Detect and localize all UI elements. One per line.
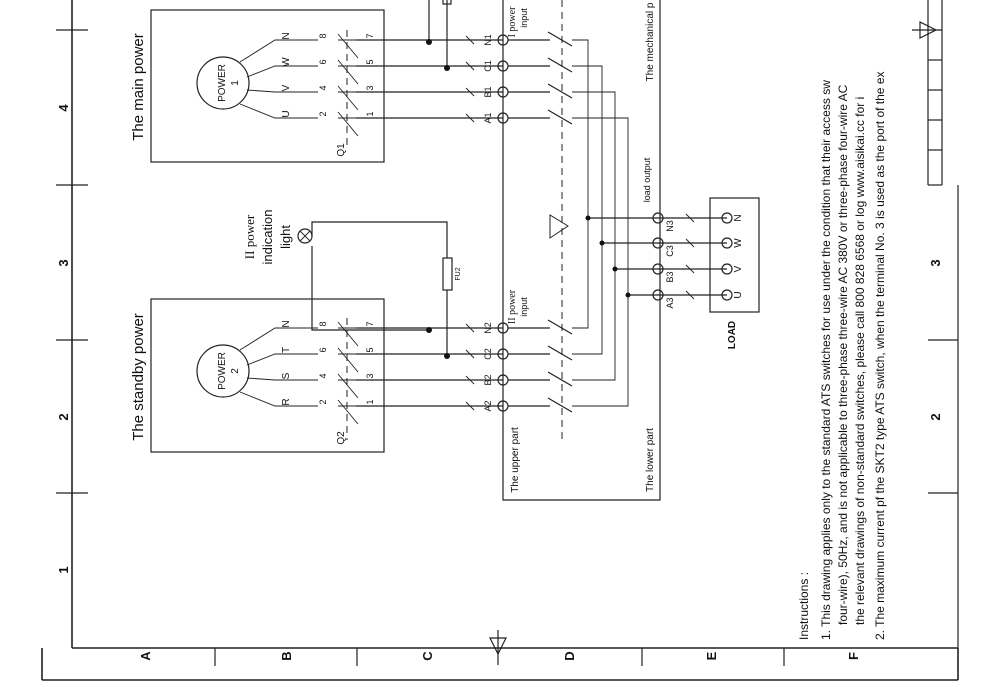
standby-phase-t: T <box>281 347 292 353</box>
input-terminal-n1: N1 <box>483 34 493 46</box>
main-input-label-2: input <box>519 8 529 28</box>
load-phase-w: W <box>733 238 744 248</box>
main-terminal-3: 3 <box>365 85 375 90</box>
input-terminal-c2: C2 <box>483 348 493 360</box>
main-phase-w: W <box>281 57 292 67</box>
main-power-block: The main power POWER 1 N W V U 8 6 4 2 7… <box>130 9 385 163</box>
input-terminal-a2: A2 <box>483 400 493 411</box>
standby-power-block: The standby power POWER 2 N T S R 8 6 4 … <box>130 298 385 453</box>
input-terminal-c1: C1 <box>483 60 493 72</box>
frame-row-letters: A B C D E F <box>138 651 861 661</box>
main-motor-label: POWER <box>217 64 228 102</box>
standby-terminal-7: 7 <box>365 321 375 326</box>
drawing-frame <box>41 0 959 681</box>
main-breaker-q1 <box>337 30 359 150</box>
instructions-heading: Instructions : <box>797 572 811 640</box>
instructions-line-2: four-wire), 50Hz, and is not applicable … <box>836 84 850 625</box>
main-phase-u: U <box>281 110 292 117</box>
right-col-number-2: 2 <box>928 413 943 420</box>
standby-power-title: The standby power <box>130 313 147 441</box>
main-terminal-4: 4 <box>318 85 328 90</box>
instructions-line-1: 1. This drawing applies only to the stan… <box>819 80 833 640</box>
mechanical-part-label: The mechanical p <box>645 2 656 81</box>
standby-phase-r: R <box>281 398 292 405</box>
fuse-label: FU2 <box>455 267 462 280</box>
frame-col-numbers: 1 2 3 4 2 3 <box>56 104 943 574</box>
row-letter-f: F <box>846 652 861 660</box>
ats-switch-body <box>497 0 727 501</box>
standby-terminal-5: 5 <box>365 347 375 352</box>
main-breaker-label: Q1 <box>336 143 347 157</box>
col-number-4: 4 <box>56 104 71 112</box>
load-label: LOAD <box>727 321 738 349</box>
standby-input-label-2: input <box>519 297 529 317</box>
main-motor-number: 1 <box>230 80 241 86</box>
load-output-label: load output <box>642 157 652 202</box>
col-number-3: 3 <box>56 259 71 266</box>
instructions-block: Instructions : 1. This drawing applies o… <box>797 72 887 641</box>
instructions-line-4: 2. The maximum current pf the SKT2 type … <box>873 72 887 641</box>
standby-input-label-1: II power <box>507 289 518 324</box>
right-col-number-3: 3 <box>928 259 943 266</box>
row-letter-e: E <box>704 651 719 660</box>
load-phase-u: U <box>733 291 744 298</box>
indicator-label-line1: II power <box>242 214 257 259</box>
indication-light-circuit <box>297 221 453 359</box>
standby-power-feed <box>356 323 503 411</box>
col-number-1: 1 <box>56 566 71 573</box>
row-letter-a: A <box>138 651 153 661</box>
standby-terminal-3: 3 <box>365 373 375 378</box>
main-terminal-1: 1 <box>365 111 375 116</box>
standby-terminal-8: 8 <box>318 321 328 326</box>
input-terminal-a1: A1 <box>483 112 493 123</box>
input-terminal-b2: B2 <box>483 374 493 385</box>
main-power-motor-icon <box>196 56 250 110</box>
main-terminal-7: 7 <box>365 33 375 38</box>
main-phase-n: N <box>281 32 292 39</box>
row-letter-b: B <box>279 651 294 660</box>
load-phase-v: V <box>733 265 744 272</box>
standby-phase-n: N <box>281 320 292 327</box>
lower-part-label: The lower part <box>645 428 656 492</box>
standby-terminal-6: 6 <box>318 347 328 352</box>
indication-lamp-icon <box>297 228 313 244</box>
indicator-label-line2: indication <box>260 210 275 265</box>
standby-terminal-4: 4 <box>318 373 328 378</box>
upper-part-label: The upper part <box>510 427 521 493</box>
instructions-line-3: the relevant drawings of non-standard sw… <box>853 97 867 625</box>
standby-phase-s: S <box>281 372 292 379</box>
main-power-title: The main power <box>130 33 147 141</box>
output-terminal-a3: A3 <box>665 297 675 308</box>
standby-motor-number: 2 <box>230 368 241 374</box>
main-input-label-1: I power <box>507 6 518 37</box>
main-power-feed <box>356 0 503 123</box>
output-terminal-n3: N3 <box>665 220 675 232</box>
standby-terminal-2: 2 <box>318 399 328 404</box>
load-box <box>709 197 760 313</box>
standby-motor-label: POWER <box>217 352 228 390</box>
load-phase-n: N <box>733 214 744 221</box>
standby-power-motor-icon <box>196 344 250 398</box>
main-phase-v: V <box>281 84 292 91</box>
row-letter-d: D <box>562 651 577 660</box>
main-terminal-2: 2 <box>318 111 328 116</box>
standby-breaker-label: Q2 <box>336 431 347 445</box>
output-terminal-b3: B3 <box>665 271 675 282</box>
standby-terminal-1: 1 <box>365 399 375 404</box>
main-terminal-6: 6 <box>318 59 328 64</box>
main-terminal-8: 8 <box>318 33 328 38</box>
input-terminal-n2: N2 <box>483 322 493 334</box>
standby-breaker-q2 <box>337 318 359 440</box>
input-terminal-b1: B1 <box>483 86 493 97</box>
indicator-label-line3: light <box>278 225 293 249</box>
output-terminal-c3: C3 <box>665 245 675 257</box>
row-letter-c: C <box>420 651 435 661</box>
col-number-2: 2 <box>56 413 71 420</box>
main-terminal-5: 5 <box>365 59 375 64</box>
